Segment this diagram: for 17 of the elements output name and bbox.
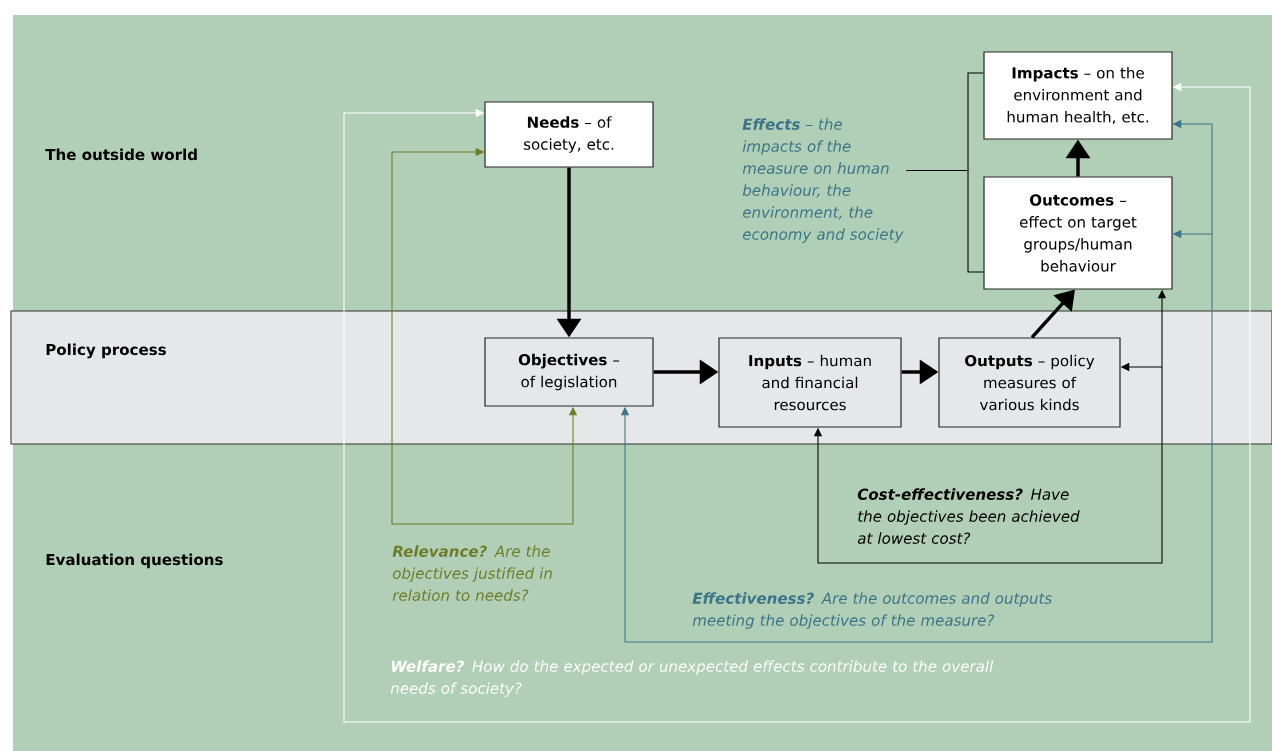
process-box: Outputs – policy measures of various kinds bbox=[938, 337, 1121, 428]
process-box: Objectives – of legislation bbox=[484, 337, 654, 407]
row-heading: Evaluation questions bbox=[46, 553, 223, 569]
edge-label: Relevance? Are the objectives justified in relation to needs? bbox=[392, 545, 552, 601]
process-box: Impacts – on the environment and human health, etc. bbox=[983, 51, 1173, 140]
edge-label: Effectiveness? Are the outcomes and outputs meeting the objectives of the measure? bbox=[692, 592, 1052, 629]
row-heading: The outside world bbox=[45, 148, 197, 161]
bracket-line bbox=[906, 170, 984, 273]
process-box: Needs – of society, etc. bbox=[484, 101, 654, 168]
arrow-trunk bbox=[620, 233, 1213, 643]
process-box: Outcomes – effect on target groups/human behaviour bbox=[983, 176, 1173, 290]
edge-label: Welfare? How do the expected or unexpected effects contribute to the overall needs of society? bbox=[390, 660, 994, 697]
annotation-text: Effects – the impacts of the measure on human behaviour, the environment, the economy and society bbox=[742, 118, 904, 243]
row-heading: Policy process bbox=[46, 343, 166, 359]
arrow-trunk bbox=[813, 366, 1163, 564]
edge-label: Cost-effectiveness? Have the objectives been achieved at lowest cost? bbox=[857, 488, 1080, 544]
process-box: Inputs – human and financial resources bbox=[718, 337, 902, 428]
